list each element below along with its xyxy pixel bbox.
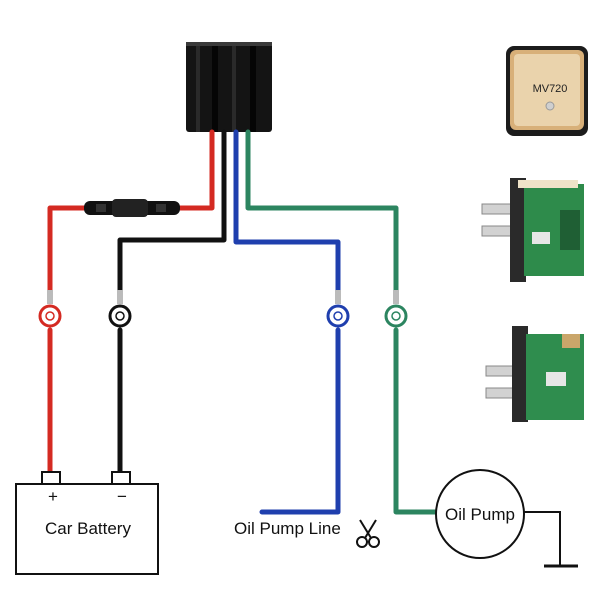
blue-wire (233, 129, 341, 303)
battery-label: Car Battery (45, 519, 131, 538)
red-wire (47, 129, 215, 303)
inline-fuse (84, 199, 180, 217)
gps-module: MV720 (506, 46, 588, 136)
car-battery: + − Car Battery (15, 471, 159, 575)
scissors-icon (356, 519, 380, 548)
green-wire (245, 129, 399, 303)
battery-minus-label: − (117, 487, 127, 506)
black-wire (117, 129, 227, 303)
relay-module-top (481, 178, 584, 282)
green-wire-lower (393, 327, 439, 515)
ring-terminal-red (38, 290, 62, 328)
relay-module-bottom (485, 326, 584, 422)
ring-terminal-blue (326, 290, 350, 328)
tracker-device (186, 42, 272, 132)
oil-pump: Oil Pump (435, 469, 561, 566)
blue-wire-lower (259, 327, 341, 515)
oil-pump-label: Oil Pump (445, 505, 515, 524)
battery-plus-label: + (48, 487, 58, 506)
ring-terminal-black (108, 290, 132, 328)
oil-pump-line-label: Oil Pump Line (234, 519, 341, 538)
gps-chip-label: MV720 (533, 83, 568, 95)
ring-terminal-green (384, 290, 408, 328)
